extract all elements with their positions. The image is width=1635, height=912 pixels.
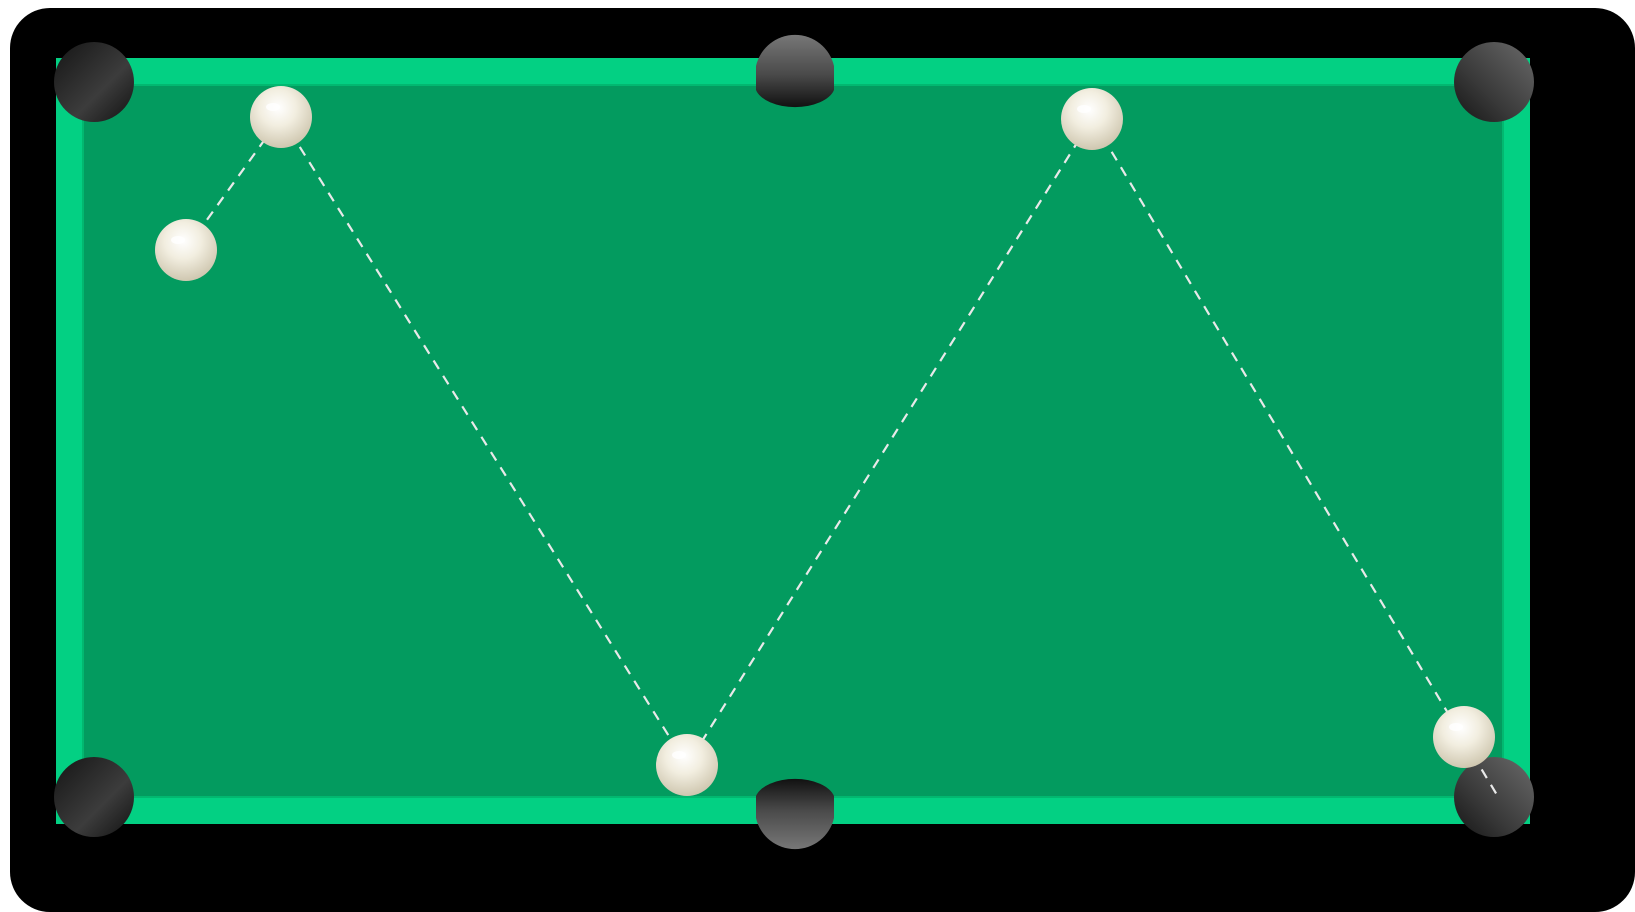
pocket-top-right xyxy=(1454,42,1534,122)
pocket-bottom-left xyxy=(54,757,134,837)
pocket-top-left xyxy=(54,42,134,122)
pocket-top-middle xyxy=(756,35,834,107)
table-felt xyxy=(84,86,1502,796)
ball-bank-2 xyxy=(656,734,718,796)
ball-final xyxy=(1433,706,1495,768)
cue-ball-start[interactable] xyxy=(155,219,217,281)
pocket-bottom-right xyxy=(1454,757,1534,837)
ball-bank-3 xyxy=(1061,88,1123,150)
ball-bank-1 xyxy=(250,86,312,148)
